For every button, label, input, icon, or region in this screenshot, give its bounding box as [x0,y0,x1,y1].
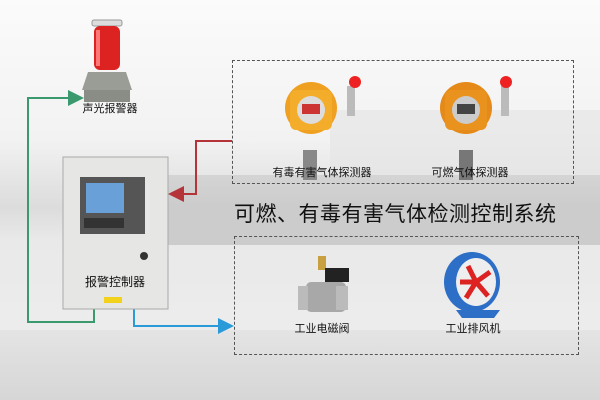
red-connection-line [168,140,232,202]
toxic-detector-label: 有毒有害气体探测器 [272,166,372,179]
system-title: 可燃、有毒有害气体检测控制系统 [234,202,557,226]
toxic-detector-icon [285,76,361,180]
actuators-group-box [234,236,579,355]
green-connection-line [27,90,95,323]
exhaust-fan-label: 工业排风机 [445,322,501,335]
combustible-detector-label: 可燃气体探测器 [431,166,509,179]
combustible-detector-icon [440,76,512,180]
exhaust-fan-icon [444,252,500,318]
alarm-light-label: 声光报警器 [82,102,138,115]
solenoid-valve-icon [298,256,349,312]
background-wall [165,175,600,245]
background-road [0,330,600,400]
alarm-light-icon [82,19,132,102]
controller-cabinet-icon [62,156,169,310]
solenoid-valve-label: 工业电磁阀 [294,322,350,335]
detectors-group-box [232,60,574,184]
controller-label: 报警控制器 [84,275,146,289]
